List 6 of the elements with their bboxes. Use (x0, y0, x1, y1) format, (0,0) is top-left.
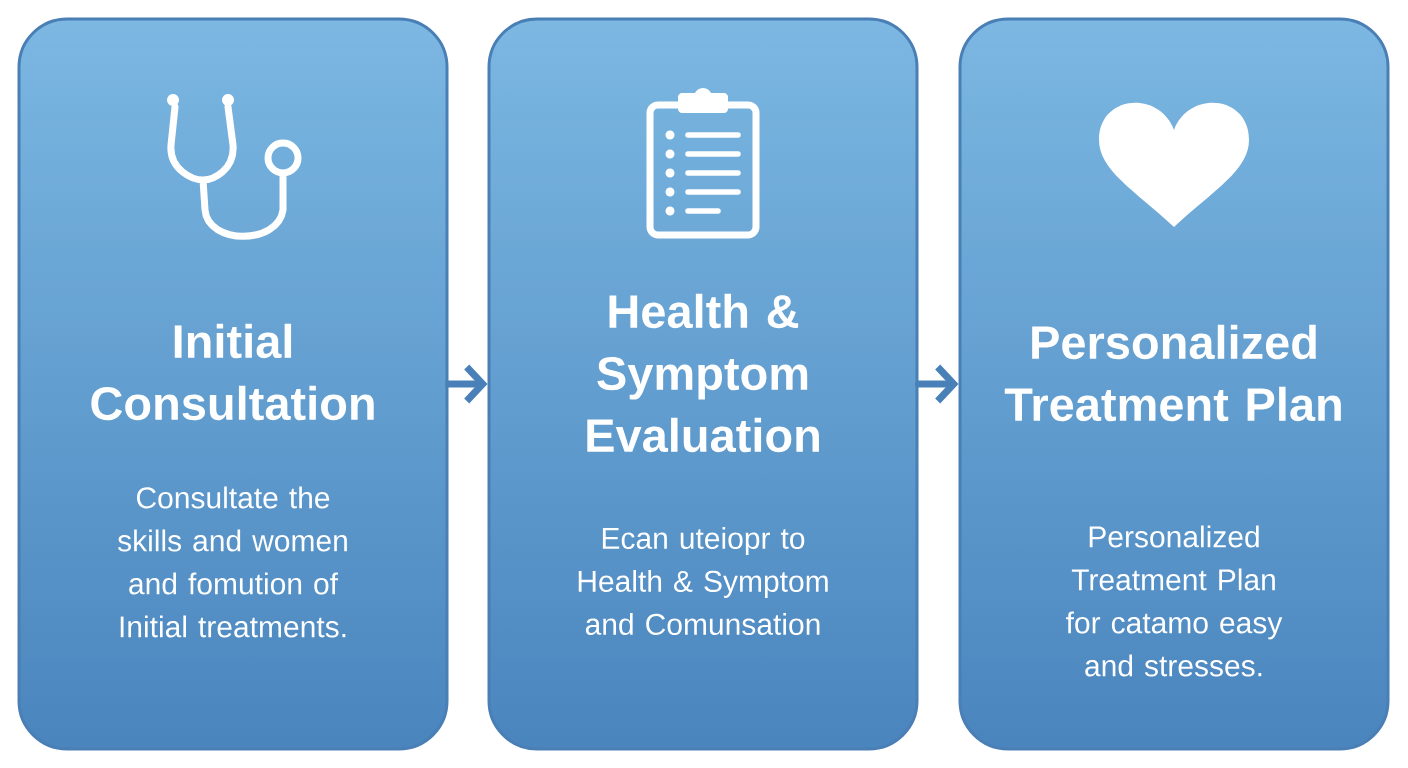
step-heading: Personalized Treatment Plan (1004, 324, 1341, 422)
step-heading: Health & Symptom Evaluation (587, 293, 819, 453)
step-description: Consultate the skills and women and fomution of Initial treatments. (117, 486, 347, 638)
step-description: Ecan uteiopr to Health & Symptom and Comunsation (578, 526, 828, 635)
step-heading: Initial Consultation (91, 323, 374, 421)
step-description: Personalized Treatment Plan for catamo easy and stresses. (1066, 525, 1283, 677)
